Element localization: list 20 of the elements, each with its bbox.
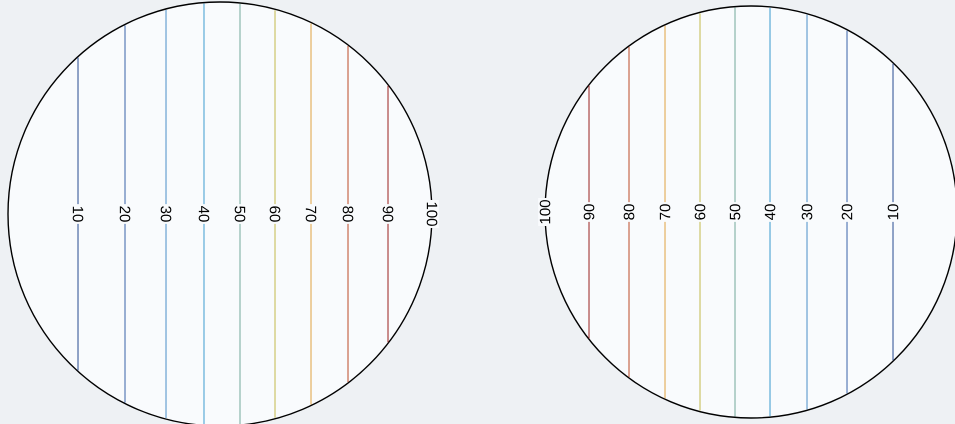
scale-number: 50 — [233, 204, 247, 224]
scale-number: 90 — [381, 204, 395, 224]
scale-number: 90 — [582, 202, 596, 222]
scale-number: 60 — [268, 204, 282, 224]
scale-number: 30 — [159, 204, 173, 224]
scale-number: 80 — [622, 202, 636, 222]
scale-number: 60 — [693, 202, 707, 222]
scale-number: 70 — [658, 202, 672, 222]
scale-number: 10 — [886, 202, 900, 222]
scale-number: 80 — [341, 204, 355, 224]
scale-number: 100 — [538, 198, 552, 226]
scale-number: 70 — [304, 204, 318, 224]
scale-number: 100 — [425, 200, 439, 228]
scale-number: 50 — [728, 202, 742, 222]
scale-number: 30 — [800, 202, 814, 222]
scale-number: 40 — [763, 202, 777, 222]
scale-number: 10 — [71, 204, 85, 224]
scale-number: 20 — [840, 202, 854, 222]
scale-number: 20 — [118, 204, 132, 224]
scale-number: 40 — [197, 204, 211, 224]
